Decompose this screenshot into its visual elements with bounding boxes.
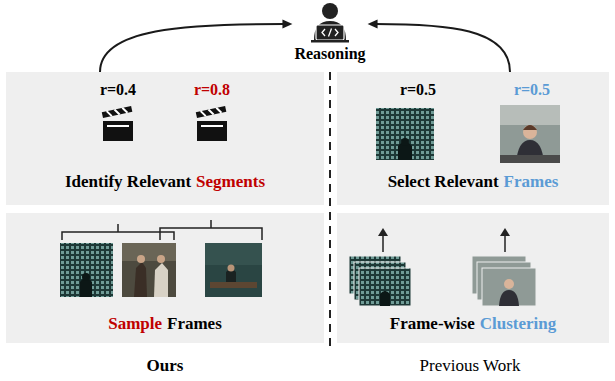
segment-panel: Identify Relevant Segments: [6, 72, 324, 205]
frame-panel: Select Relevant Frames: [337, 72, 609, 205]
panel-ground: [6, 213, 324, 343]
connector-line: [100, 24, 284, 72]
video-frame: [500, 105, 560, 163]
caption-text: Frames: [167, 314, 222, 333]
caption-text: Frames: [504, 172, 559, 191]
sampling-panel: Sample Frames: [6, 213, 324, 343]
caption-text: Clustering: [480, 314, 557, 333]
clapper-icon: [196, 106, 227, 141]
flow-arrow: [100, 20, 292, 73]
arrowhead: [368, 20, 378, 29]
relevance-score: r=0.4: [100, 80, 136, 100]
caption-row: Sample Frames: [6, 314, 324, 334]
video-frame: [205, 243, 262, 297]
bracket: [160, 220, 262, 240]
relevance-score: r=0.5: [400, 80, 436, 100]
panel-ground: [337, 72, 609, 205]
caption-row: Frame-wise Clustering: [337, 314, 609, 334]
panel-ground: [6, 72, 324, 205]
divider: [329, 72, 331, 348]
up-arrow: [500, 228, 510, 252]
bracket: [62, 224, 174, 240]
caption-text: Sample: [108, 314, 162, 333]
relevance-score: r=0.5: [514, 80, 550, 100]
arrowhead: [282, 20, 292, 29]
caption-text: Identify Relevant: [65, 172, 191, 191]
up-arrow: [378, 228, 388, 252]
clapper-icon: [102, 106, 133, 141]
flow-arrow: [368, 20, 510, 73]
frame-stack: [349, 256, 411, 306]
caption-text: Select Relevant: [388, 172, 499, 191]
video-frame: [60, 243, 113, 297]
connector-line: [376, 24, 510, 72]
section-title: Ours: [147, 356, 184, 376]
section-title: Previous Work: [420, 356, 521, 376]
video-frame: [376, 108, 434, 160]
person-icon: [311, 3, 349, 43]
agent-label: Reasoning: [290, 45, 369, 63]
caption-row: Identify Relevant Segments: [6, 172, 324, 192]
relevance-score: r=0.8: [194, 80, 230, 100]
frame-stack: [472, 256, 536, 306]
reasoning-agent: Reasoning: [290, 2, 369, 63]
caption-row: Select Relevant Frames: [337, 172, 609, 192]
panel-ground: [337, 213, 609, 343]
caption-text: Frame-wise: [390, 314, 475, 333]
clustering-panel: Frame-wise Clustering: [337, 213, 609, 343]
caption-text: Segments: [196, 172, 265, 191]
video-frame: [122, 243, 176, 297]
